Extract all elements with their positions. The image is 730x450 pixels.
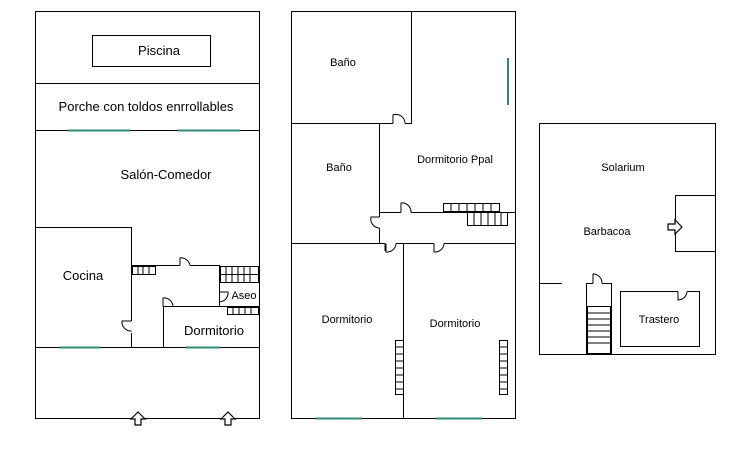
bano-1-door <box>392 114 406 124</box>
label-piscina: Piscina <box>138 43 181 58</box>
label-barbacoa: Barbacoa <box>583 226 631 238</box>
bedroom-door <box>162 297 174 307</box>
ground-floor-plan: Piscina Porche con toldos enrrollables S… <box>35 11 260 426</box>
master-door <box>400 202 412 213</box>
kitchen-walls <box>35 227 132 321</box>
rooftop-outline <box>539 123 716 355</box>
label-bano-1: Baño <box>330 57 356 69</box>
barbacoa-arrow <box>667 218 683 236</box>
first-floor-stairs-1 <box>443 203 500 212</box>
trastero-walls <box>620 291 700 347</box>
corridor-door-top <box>179 257 191 266</box>
label-aseo: Aseo <box>231 290 256 302</box>
first-floor-outline <box>291 11 516 419</box>
trastero-door <box>677 291 688 301</box>
aseo-door <box>219 291 229 303</box>
aseo-stairs <box>227 307 259 315</box>
hall-door-left <box>385 243 397 253</box>
ground-floor-outline <box>35 11 260 419</box>
label-salon-comedor: Salón-Comedor <box>120 167 212 182</box>
bano-2-door <box>370 216 380 229</box>
kitchen-door <box>121 320 132 332</box>
bano-1-right-wall <box>405 11 412 124</box>
label-bano-2: Baño <box>326 162 352 174</box>
label-trastero: Trastero <box>639 314 680 326</box>
stair-door <box>592 273 603 284</box>
pool <box>92 35 211 67</box>
entrance-arrow-right <box>219 411 237 426</box>
label-solarium: Solarium <box>601 162 644 174</box>
kitchen-stairs <box>132 266 156 275</box>
hall-door-right <box>433 243 445 253</box>
rooftop-plan: Solarium Barbacoa Trastero <box>539 123 716 355</box>
label-dormitorio-2: Dormitorio <box>430 318 481 330</box>
first-floor-plan: Baño Baño Dormitorio Ppal Dormitorio Dor… <box>291 11 516 420</box>
entrance-arrow-left <box>129 411 147 426</box>
rooftop-stairs <box>587 306 611 354</box>
label-dormitorio-ppal: Dormitorio Ppal <box>417 154 493 166</box>
label-cocina: Cocina <box>63 268 104 283</box>
label-dormitorio-1: Dormitorio <box>322 314 373 326</box>
label-porche: Porche con toldos enrrollables <box>59 99 234 114</box>
barbacoa-walls <box>675 195 715 252</box>
corridor-upper-wall-2 <box>190 265 220 292</box>
label-dormitorio-ground: Dormitorio <box>184 323 244 338</box>
